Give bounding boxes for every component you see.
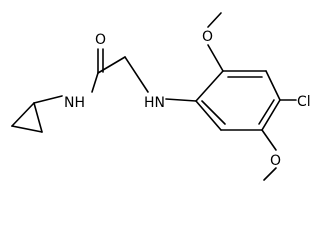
bond-ring-o-top (207, 44, 224, 72)
ring-bond-1 (195, 70, 224, 102)
ring-bond-3 (265, 70, 281, 101)
bond-o-methyl-top (207, 12, 222, 28)
bond-hn-ring (165, 98, 197, 102)
bond-carbonyl-ch2 (97, 56, 126, 74)
bond-cyclopropyl-c (33, 102, 43, 133)
cyclopropyl-ring (11, 102, 43, 133)
carbonyl-double-bond (97, 48, 104, 74)
chemical-structure-diagram: O NH HN Cl O O (11, 12, 311, 181)
atom-chlorine: Cl (297, 94, 311, 110)
bond-cyclopropyl-b (11, 125, 43, 133)
ring-double-inner-2 (258, 99, 275, 125)
atom-oxygen-carbonyl: O (95, 32, 106, 48)
bond-cyclopropyl-nh (33, 95, 63, 104)
atom-amine-hn: HN (144, 95, 165, 111)
bond-cyclopropyl-a (11, 102, 35, 127)
ring-bond-6 (195, 100, 222, 131)
atom-oxygen-methoxy-top: O (202, 29, 213, 45)
bond-nh-carbonyl (91, 72, 99, 93)
benzene-ring (195, 70, 281, 131)
ring-bond-4 (261, 99, 281, 131)
atom-amide-nh: NH (64, 95, 85, 111)
atom-oxygen-methoxy-bottom: O (270, 153, 281, 169)
bond-o-methyl-bottom (263, 167, 277, 181)
bond-ring-o-bottom (261, 129, 277, 151)
bond-ch2-hn (124, 56, 149, 93)
ring-double-inner-3 (201, 100, 226, 125)
